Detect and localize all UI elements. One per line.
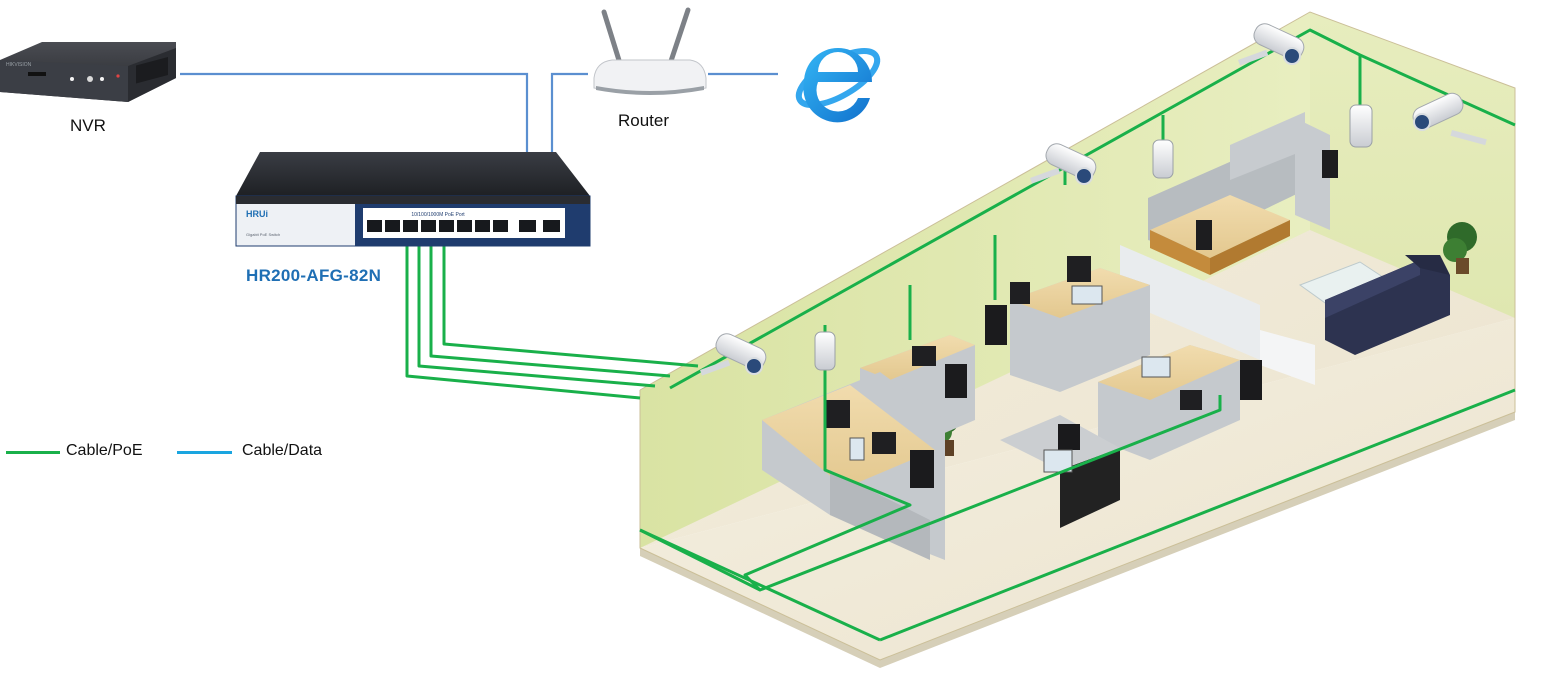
legend-data-label: Cable/Data xyxy=(242,442,323,459)
poe-cables-switch-to-room xyxy=(405,240,699,400)
dome-bullet-camera-icon xyxy=(1412,92,1487,146)
workstation-cluster-left xyxy=(762,335,975,560)
legend-data-swatch xyxy=(177,451,232,454)
legend-poe-swatch xyxy=(6,451,60,454)
switch-subtitle-text: Gigabit PoE Switch xyxy=(246,232,280,237)
switch-port-header-text: 10/100/1000M PoE Port xyxy=(411,212,465,218)
workstation-cluster-right xyxy=(1000,345,1262,528)
router-device-icon xyxy=(593,7,707,95)
dome-bullet-camera-icon xyxy=(1030,143,1097,185)
wireless-access-point-icon xyxy=(1152,139,1174,179)
nvr-device-icon: HIKVISION xyxy=(0,42,176,102)
poe-cabling-room xyxy=(639,28,1516,642)
wireless-access-point-icon xyxy=(814,331,836,371)
nvr-label: NVR xyxy=(70,116,106,135)
switch-ports xyxy=(367,220,560,232)
legend-poe-label: Cable/PoE xyxy=(66,442,143,459)
office-floor-plan xyxy=(639,11,1516,668)
switch-brand-text: HRUi xyxy=(246,209,268,219)
dome-bullet-camera-icon xyxy=(1238,23,1305,66)
reception-counter xyxy=(1120,245,1315,385)
switch-model-label: HR200-AFG-82N xyxy=(246,266,382,285)
workstation-cluster-middle xyxy=(985,256,1150,392)
wireless-access-point-icon xyxy=(1349,104,1373,148)
internet-explorer-icon xyxy=(795,48,881,123)
sofa xyxy=(1325,255,1450,355)
poe-switch-device: 10/100/1000M PoE Port HRUi Gigabit PoE S… xyxy=(235,152,591,247)
nvr-brand-text: HIKVISION xyxy=(6,62,32,68)
potted-plant xyxy=(1443,222,1477,274)
manager-desk-cluster xyxy=(1148,112,1338,275)
dome-bullet-camera-icon xyxy=(700,333,767,376)
router-label: Router xyxy=(618,111,670,130)
